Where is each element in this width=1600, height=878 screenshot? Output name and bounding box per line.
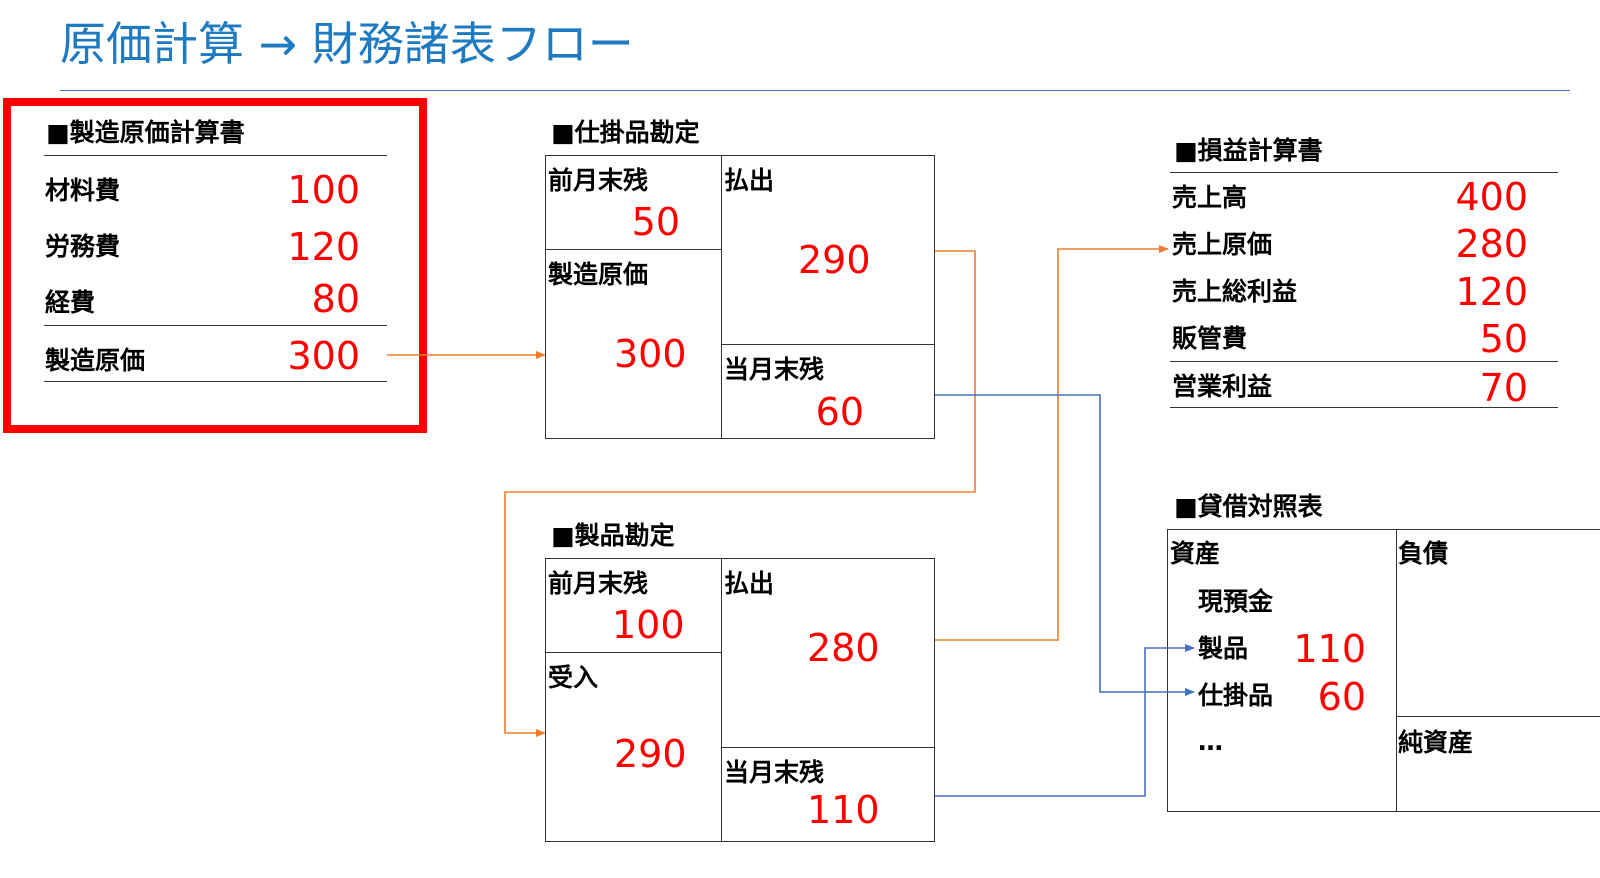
divider — [44, 381, 387, 382]
highlight-box — [3, 98, 427, 433]
is-row-label: 販管費 — [1172, 324, 1248, 353]
is-row-value: 70 — [1479, 366, 1528, 410]
divider — [44, 325, 387, 326]
divider — [1170, 172, 1558, 173]
row-value-labor: 120 — [287, 225, 360, 269]
row-label-labor: 労務費 — [45, 232, 121, 261]
income-statement-heading: ■損益計算書 — [1174, 136, 1323, 165]
wip-account-heading: ■仕掛品勘定 — [551, 118, 700, 147]
product-opening-label: 前月末残 — [548, 569, 649, 598]
product-opening-value: 100 — [612, 603, 685, 647]
flow-product-closing-to-bs — [935, 644, 1195, 797]
t-account-divider — [721, 344, 935, 345]
product-closing-value: 110 — [807, 788, 880, 832]
is-row-label: 売上総利益 — [1172, 277, 1298, 306]
is-row-label: 営業利益 — [1172, 372, 1273, 401]
bs-divider — [1396, 716, 1600, 717]
divider — [1170, 361, 1558, 362]
bs-item-value: 110 — [1293, 627, 1366, 671]
t-account-frame — [545, 155, 935, 439]
bs-item-label: … — [1198, 727, 1223, 756]
wip-in-value: 300 — [614, 332, 687, 376]
t-account-divider — [545, 652, 722, 653]
total-value: 300 — [287, 334, 360, 378]
is-row-value: 400 — [1455, 175, 1528, 219]
product-account-heading: ■製品勘定 — [551, 521, 675, 550]
total-label: 製造原価 — [45, 346, 146, 375]
wip-opening-value: 50 — [631, 200, 680, 244]
is-row-label: 売上原価 — [1172, 230, 1273, 259]
t-account-frame — [545, 558, 935, 842]
t-account-divider — [721, 558, 722, 842]
wip-out-value: 290 — [798, 238, 871, 282]
product-in-label: 受入 — [548, 663, 599, 692]
row-value-material: 100 — [287, 168, 360, 212]
bs-net-assets-label: 純資産 — [1398, 728, 1474, 757]
bs-item-label: 仕掛品 — [1198, 681, 1274, 710]
wip-out-label: 払出 — [724, 166, 775, 195]
bs-divider — [1396, 529, 1397, 812]
t-account-divider — [545, 249, 722, 250]
mfg-cost-report-heading: ■製造原価計算書 — [46, 118, 245, 147]
balance-sheet-heading: ■貸借対照表 — [1174, 492, 1323, 521]
title-divider — [60, 90, 1570, 91]
row-label-material: 材料費 — [45, 176, 121, 205]
t-account-divider — [721, 155, 722, 439]
product-closing-label: 当月末残 — [724, 758, 825, 787]
product-in-value: 290 — [614, 732, 687, 776]
row-value-expense: 80 — [311, 277, 360, 321]
bs-frame — [1167, 529, 1600, 812]
divider — [44, 155, 387, 156]
flow-product-out-to-cogs — [935, 245, 1169, 641]
page-title: 原価計算 → 財務諸表フロー — [60, 17, 634, 71]
bs-liabilities-label: 負債 — [1398, 539, 1449, 568]
flow-wip-out-to-product-in — [504, 250, 976, 737]
bs-item-label: 製品 — [1198, 634, 1249, 663]
product-out-label: 払出 — [724, 569, 775, 598]
bs-item-label: 現預金 — [1198, 587, 1274, 616]
is-row-value: 280 — [1455, 222, 1528, 266]
t-account-divider — [721, 747, 935, 748]
flow-wip-closing-to-bs — [935, 394, 1195, 696]
wip-closing-value: 60 — [815, 390, 864, 434]
is-row-value: 120 — [1455, 270, 1528, 314]
bs-item-value: 60 — [1317, 675, 1366, 719]
divider — [1170, 407, 1558, 408]
wip-closing-label: 当月末残 — [724, 355, 825, 384]
product-out-value: 280 — [807, 626, 880, 670]
row-label-expense: 経費 — [45, 288, 96, 317]
wip-opening-label: 前月末残 — [548, 166, 649, 195]
is-row-label: 売上高 — [1172, 183, 1248, 212]
is-row-value: 50 — [1479, 317, 1528, 361]
bs-assets-label: 資産 — [1170, 539, 1221, 568]
wip-in-label: 製造原価 — [548, 260, 649, 289]
